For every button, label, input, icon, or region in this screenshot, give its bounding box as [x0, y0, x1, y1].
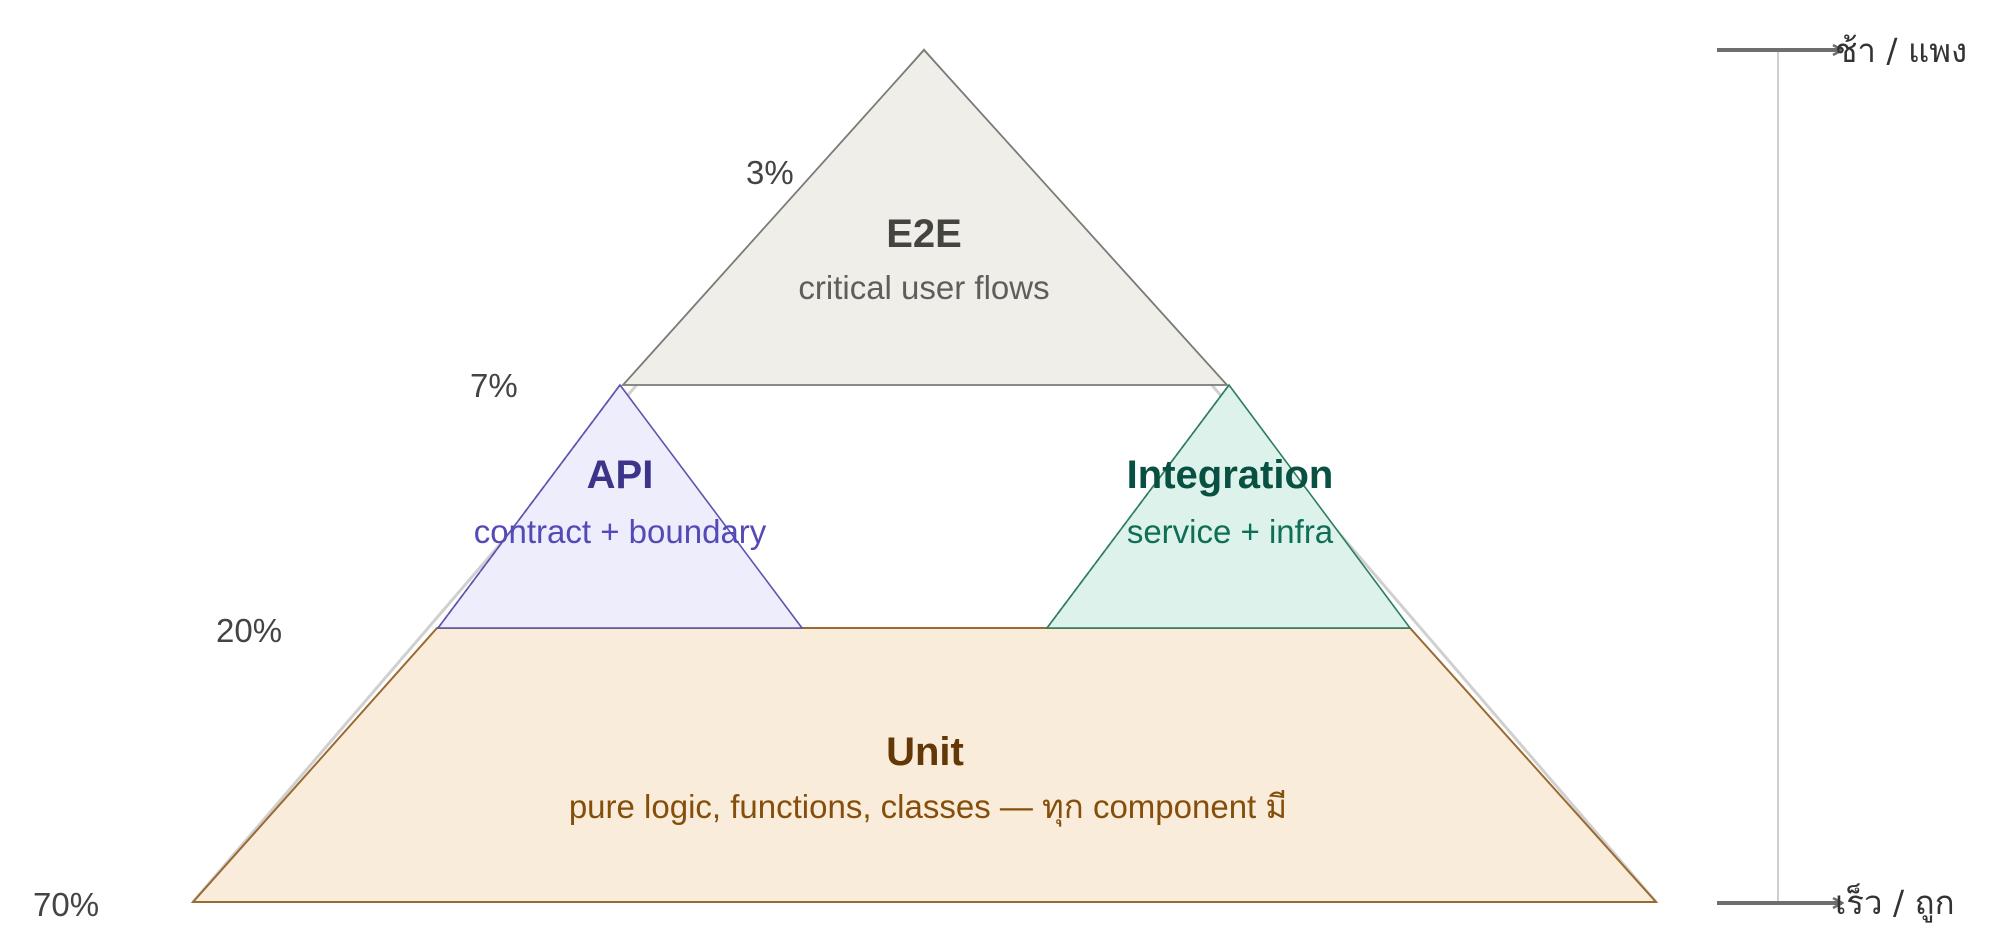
unit-title: Unit	[886, 730, 964, 774]
unit-subtitle: pure logic, functions, classes — ทุก com…	[569, 788, 1287, 827]
percent-label-api: 7%	[470, 367, 518, 404]
fast-cheap-label: เร็ว / ถูก	[1835, 883, 1955, 923]
integration-dashed-edge	[1046, 384, 1230, 629]
api-subtitle: contract + boundary	[474, 513, 767, 550]
e2e-layer-shape[interactable]	[620, 48, 1230, 386]
api-layer-shape[interactable]	[436, 383, 804, 629]
percent-label-e2e: 3%	[746, 154, 794, 191]
integration-title: Integration	[1127, 453, 1334, 497]
percent-label-integration: 20%	[216, 612, 282, 649]
integration-subtitle: service + infra	[1127, 513, 1334, 550]
api-title: API	[587, 453, 654, 497]
e2e-title: E2E	[886, 212, 962, 256]
slow-expensive-label: ช้า / แพง	[1835, 31, 1967, 70]
integration-layer-shape[interactable]	[1045, 383, 1412, 629]
percent-label-unit: 70%	[33, 886, 99, 923]
api-dashed-edge	[437, 384, 621, 629]
e2e-subtitle: critical user flows	[798, 269, 1049, 306]
